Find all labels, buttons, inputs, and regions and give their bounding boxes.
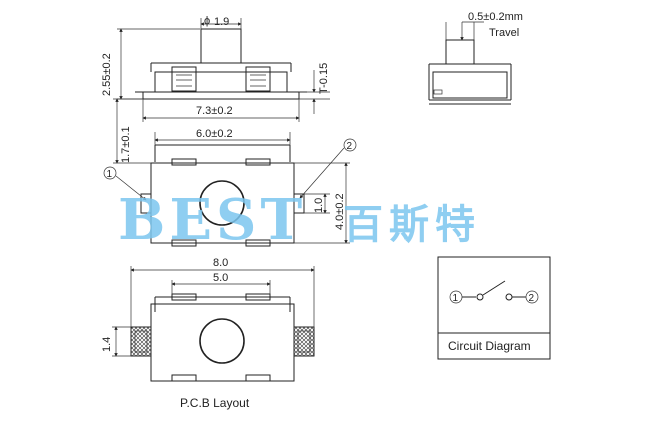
pcb-14-label: 1.4 xyxy=(101,337,113,352)
width-7-3-dimension: 7.3±0.2 xyxy=(142,99,300,122)
pcb-width-5-0-dimension: 5.0 xyxy=(171,272,271,294)
circuit-node-1: 1 xyxy=(453,293,459,304)
width-73-label: 7.3±0.2 xyxy=(196,105,233,117)
pcb-80-label: 8.0 xyxy=(213,257,228,269)
watermark-latin: BEST xyxy=(118,187,306,253)
width-6-0-dimension: 6.0±0.2 xyxy=(154,128,291,145)
circuit-diagram-box: 1 2 xyxy=(437,256,551,360)
thickness-dimension: T-0.15 xyxy=(299,63,330,114)
watermark-cjk: 百斯特 xyxy=(343,201,481,248)
pcb-layout-caption: P.C.B Layout xyxy=(180,396,250,410)
front-elevation-view xyxy=(135,28,307,100)
h10-label: 1.0 xyxy=(313,198,325,213)
pin-marker-2: 2 xyxy=(299,138,357,199)
diameter-value: 1.9 xyxy=(214,16,229,28)
height-total-label: 2.55±0.2 xyxy=(101,53,113,96)
pcb-50-label: 5.0 xyxy=(213,272,228,284)
pin-marker-2-label: 2 xyxy=(347,141,353,152)
height-4-0-dimension: 4.0±0.2 xyxy=(294,162,350,244)
diameter-dimension: ϕ 1.9 xyxy=(200,15,242,29)
thickness-label: T-0.15 xyxy=(318,63,330,94)
pin-marker-1: 1 xyxy=(103,166,147,201)
travel-label: Travel xyxy=(489,27,519,39)
width-60-label: 6.0±0.2 xyxy=(196,128,233,140)
pin-marker-1-label: 1 xyxy=(107,169,113,180)
circuit-diagram-label: Circuit Diagram xyxy=(448,339,531,353)
watermark: BEST 百斯特 xyxy=(118,187,481,253)
pcb-pad-left xyxy=(130,326,152,357)
h40-label: 4.0±0.2 xyxy=(334,193,346,230)
height-1-0-dimension: 1.0 xyxy=(304,193,330,214)
pcb-pad-right xyxy=(293,326,315,357)
pcb-height-1-4-dimension: 1.4 xyxy=(101,326,131,357)
circuit-node-2: 2 xyxy=(529,293,535,304)
travel-value: 0.5±0.2mm xyxy=(468,11,523,23)
pcb-width-8-0-dimension: 8.0 xyxy=(130,257,315,327)
height-1-7-dimension: 1.7±0.1 xyxy=(113,98,151,164)
h17-label: 1.7±0.1 xyxy=(120,126,132,163)
pcb-layout-view xyxy=(130,293,315,382)
side-view xyxy=(428,21,512,105)
diameter-symbol: ϕ xyxy=(204,15,210,27)
top-view xyxy=(140,144,305,247)
